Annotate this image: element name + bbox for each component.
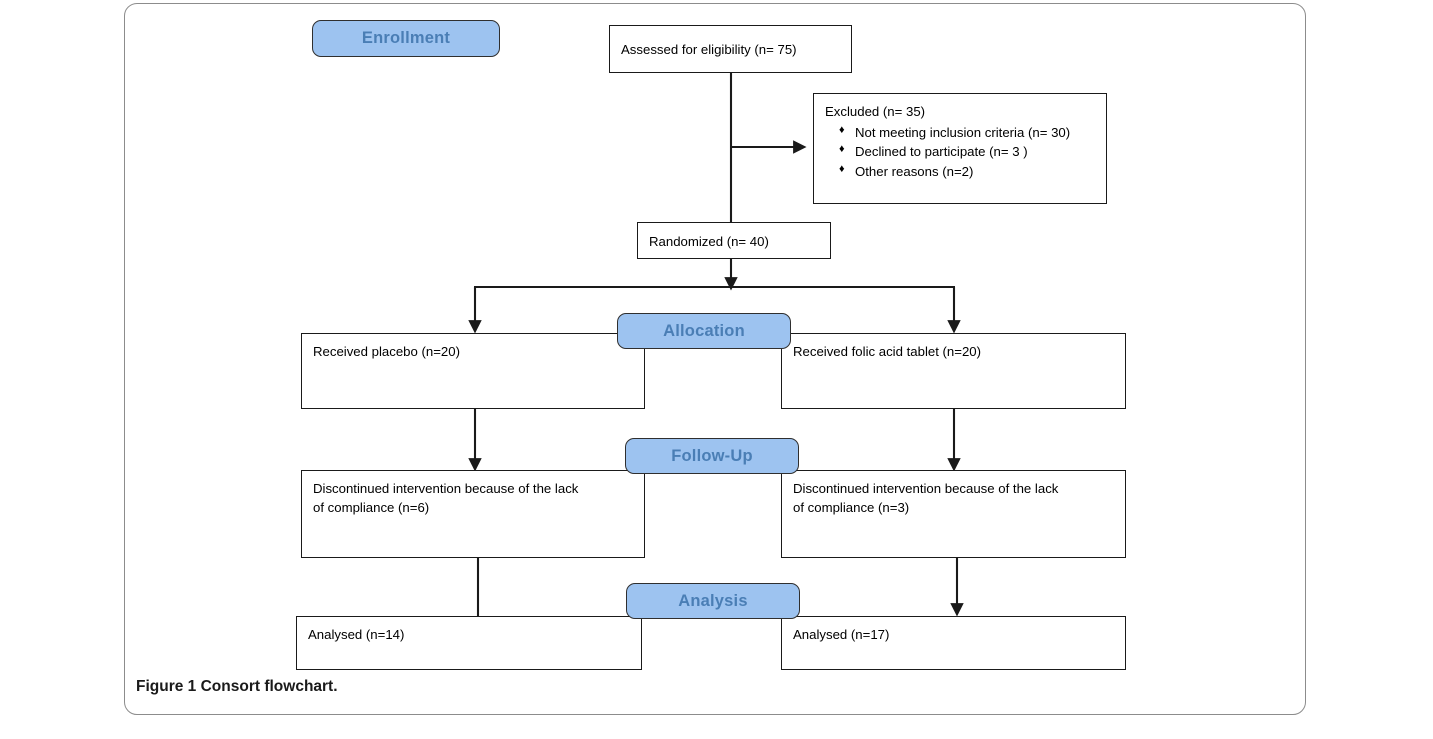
stage-badge-enrollment-label: Enrollment [361,29,451,47]
node-analysis-left: Analysed (n=14) [296,616,642,670]
stage-badge-allocation-label: Allocation [663,321,745,340]
node-randomized-label: Randomized (n= 40) [649,233,769,249]
stage-badge-analysis-label: Analysis [678,591,748,610]
stage-badge-enrollment: Enrollment [312,20,500,57]
stage-badge-followup: Follow-Up [625,438,799,474]
node-analysis-right: Analysed (n=17) [781,616,1126,670]
node-excluded-reason-label: Other reasons (n=2) [855,164,974,180]
stage-badge-allocation: Allocation [617,313,791,349]
node-randomized: Randomized (n= 40) [637,222,831,259]
figure-caption: Figure 1 Consort flowchart. [136,678,338,696]
node-analysis-right-label: Analysed (n=17) [793,627,890,642]
list-item: ♦ Not meeting inclusion criteria (n= 30) [839,124,1095,143]
node-followup-left: Discontinued intervention because of the… [301,470,645,558]
stage-badge-analysis: Analysis [626,583,800,619]
diamond-bullet-icon: ♦ [839,123,845,136]
node-followup-right-line2: of compliance (n=3) [793,499,910,515]
node-assessed-for-eligibility: Assessed for eligibility (n= 75) [609,25,852,73]
node-followup-right: Discontinued intervention because of the… [781,470,1126,558]
node-excluded-reason-label: Not meeting inclusion criteria (n= 30) [855,124,1071,140]
node-followup-left-line1: Discontinued intervention because of the… [313,481,579,496]
node-excluded-title: Excluded (n= 35) [825,104,926,119]
node-allocation-right: Received folic acid tablet (n=20) [781,333,1126,409]
list-item: ♦ Declined to participate (n= 3 ) [839,143,1095,162]
node-assessed-label: Assessed for eligibility (n= 75) [621,42,797,58]
node-analysis-left-label: Analysed (n=14) [308,627,405,642]
node-excluded-reason-list: ♦ Not meeting inclusion criteria (n= 30)… [825,124,1095,182]
figure-caption-label: Figure 1 [136,678,197,695]
list-item: ♦ Other reasons (n=2) [839,163,1095,182]
node-excluded-reason-label: Declined to participate (n= 3 ) [855,144,1028,160]
node-allocation-left-label: Received placebo (n=20) [313,344,460,359]
node-allocation-right-label: Received folic acid tablet (n=20) [793,344,982,359]
node-followup-left-line2: of compliance (n=6) [313,499,430,515]
node-followup-right-line1: Discontinued intervention because of the… [793,481,1059,496]
diamond-bullet-icon: ♦ [839,163,845,176]
node-excluded: Excluded (n= 35) ♦ Not meeting inclusion… [813,93,1107,204]
diamond-bullet-icon: ♦ [839,143,845,156]
node-allocation-left: Received placebo (n=20) [301,333,645,409]
stage-badge-followup-label: Follow-Up [671,446,753,465]
figure-caption-text: Consort flowchart. [200,678,338,695]
